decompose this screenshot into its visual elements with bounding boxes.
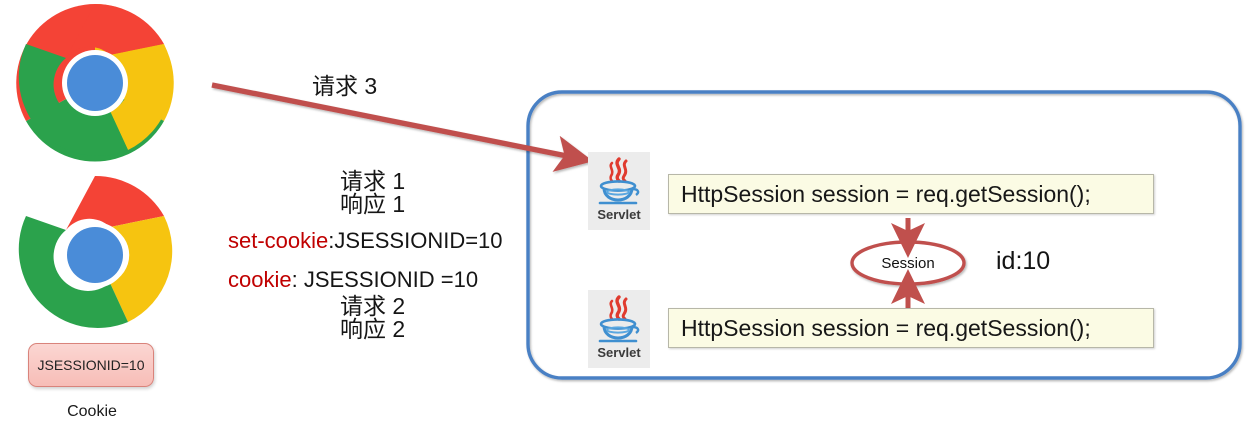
code-box-bottom: HttpSession session = req.getSession(); xyxy=(668,308,1154,348)
cookie-header-line: cookie: JSESSIONID =10 xyxy=(228,268,478,291)
java-coffee-cup-icon xyxy=(598,295,640,343)
cookie-key: cookie xyxy=(228,267,292,292)
label-request-1: 请求 1 xyxy=(336,169,410,193)
servlet-icon-top-label: Servlet xyxy=(597,207,641,222)
chrome-logo-top xyxy=(16,3,174,162)
label-response-1: 响应 1 xyxy=(336,192,410,216)
servlet-icon-bottom-label: Servlet xyxy=(597,345,641,360)
label-request-3: 请求 3 xyxy=(308,74,382,98)
session-id-label: id:10 xyxy=(996,247,1051,275)
java-coffee-cup-icon xyxy=(598,157,640,205)
label-response-2: 响应 2 xyxy=(336,317,410,341)
server-container-box xyxy=(526,90,1242,380)
code-box-top: HttpSession session = req.getSession(); xyxy=(668,174,1154,214)
servlet-icon-top: Servlet xyxy=(588,152,650,230)
servlet-icon-bottom: Servlet xyxy=(588,290,650,368)
set-cookie-key: set-cookie xyxy=(228,228,329,253)
cookie-value: : JSESSIONID =10 xyxy=(291,267,479,292)
session-ellipse-label: Session xyxy=(881,255,935,272)
label-request-2: 请求 2 xyxy=(336,294,410,318)
chrome-logo-bottom xyxy=(16,175,174,334)
set-cookie-header-line: set-cookie:JSESSIONID=10 xyxy=(228,229,503,252)
arrow-request-3 xyxy=(211,82,594,172)
cookie-caption: Cookie xyxy=(67,403,117,420)
set-cookie-value: :JSESSIONID=10 xyxy=(328,228,503,253)
cookie-chip: JSESSIONID=10 xyxy=(28,343,154,387)
